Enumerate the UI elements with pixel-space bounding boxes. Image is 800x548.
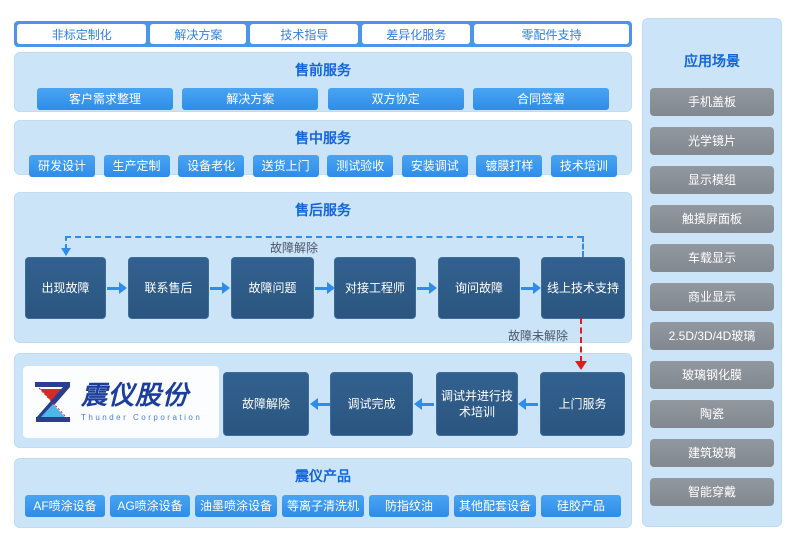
arrow-left-icon: [414, 398, 434, 410]
resolved-label: 故障解除: [270, 241, 319, 255]
unresolved-label: 故障未解除: [508, 329, 569, 343]
tab-tech-guidance[interactable]: 技术指导: [250, 24, 359, 44]
resolved-connector-left: [65, 236, 67, 249]
tab-differentiated[interactable]: 差异化服务: [362, 24, 471, 44]
scenario-architectural-glass[interactable]: 建筑玻璃: [650, 439, 774, 467]
thunder-logo-icon: [35, 382, 70, 422]
presale-item-requirements[interactable]: 客户需求整理: [37, 88, 173, 110]
scenario-tempered-film[interactable]: 玻璃钢化膜: [650, 361, 774, 389]
aftersale-step-contact-service: 联系售后: [128, 257, 209, 319]
scenario-list: 手机盖板 光学镜片 显示模组 触摸屏面板 车载显示 商业显示 2.5D/3D/4…: [643, 88, 781, 506]
product-anti-fingerprint-oil[interactable]: 防指纹油: [369, 495, 449, 517]
presale-item-agreement[interactable]: 双方协定: [327, 88, 464, 110]
product-items: AF喷涂设备 AG喷涂设备 油墨喷涂设备 等离子清洗机 防指纹油 其他配套设备 …: [15, 495, 631, 517]
presale-section: 售前服务 客户需求整理 解决方案 双方协定 合同签署: [14, 52, 632, 112]
onsite-step-door-service: 上门服务: [540, 372, 625, 436]
midsale-section: 售中服务 研发设计 生产定制 设备老化 送货上门 测试验收 安装调试 镀膜打样 …: [14, 120, 632, 177]
logo-name: 震仪股份: [81, 380, 190, 411]
resolved-arrowhead-icon: [61, 248, 71, 256]
midsale-item-training[interactable]: 技术培训: [550, 155, 617, 177]
scenario-curved-glass[interactable]: 2.5D/3D/4D玻璃: [650, 322, 774, 350]
presale-item-contract[interactable]: 合同签署: [472, 88, 609, 110]
midsale-title: 售中服务: [295, 130, 351, 146]
onsite-step-debug-done: 调试完成: [330, 372, 413, 436]
arrow-right-icon: [315, 282, 335, 294]
presale-title: 售前服务: [295, 62, 351, 78]
arrow-right-icon: [210, 282, 230, 294]
aftersale-step-inquiry: 询问故障: [438, 257, 520, 319]
presale-item-solution[interactable]: 解决方案: [182, 88, 319, 110]
feature-tabbar: 非标定制化 解决方案 技术指导 差异化服务 零配件支持: [14, 21, 632, 47]
arrow-right-icon: [417, 282, 437, 294]
onsite-step-fault-cleared: 故障解除: [223, 372, 309, 436]
product-plasma-cleaner[interactable]: 等离子清洗机: [282, 495, 364, 517]
aftersale-step-fault-issue: 故障问题: [231, 257, 314, 319]
arrow-left-icon: [310, 398, 330, 410]
tab-custom[interactable]: 非标定制化: [17, 24, 147, 44]
logo-subtitle: Thunder Corporation: [81, 412, 203, 422]
midsale-item-testing[interactable]: 测试验收: [327, 155, 394, 177]
midsale-item-installation[interactable]: 安装调试: [401, 155, 468, 177]
scenario-touch-panel[interactable]: 触摸屏面板: [650, 205, 774, 233]
midsale-item-coating[interactable]: 镀膜打样: [476, 155, 543, 177]
midsale-item-production[interactable]: 生产定制: [103, 155, 170, 177]
scenarios-sidebar: 应用场景 手机盖板 光学镜片 显示模组 触摸屏面板 车载显示 商业显示 2.5D…: [642, 18, 782, 527]
products-title: 震仪产品: [295, 468, 351, 484]
scenario-optical-lens[interactable]: 光学镜片: [650, 127, 774, 155]
aftersale-title: 售后服务: [295, 202, 351, 218]
arrow-left-icon: [518, 398, 538, 410]
product-silicone[interactable]: 硅胶产品: [541, 495, 621, 517]
scenario-display-module[interactable]: 显示模组: [650, 166, 774, 194]
product-af-spray[interactable]: AF喷涂设备: [25, 495, 105, 517]
product-ag-spray[interactable]: AG喷涂设备: [110, 495, 190, 517]
scenario-phone-cover[interactable]: 手机盖板: [650, 88, 774, 116]
product-ink-spray[interactable]: 油墨喷涂设备: [195, 495, 277, 517]
arrow-right-icon: [521, 282, 541, 294]
aftersale-step-engineer: 对接工程师: [334, 257, 416, 319]
scenario-smart-wearable[interactable]: 智能穿戴: [650, 478, 774, 506]
onsite-step-debug-training: 调试并进行技术培训: [436, 372, 518, 436]
scenarios-title: 应用场景: [684, 53, 740, 69]
midsale-item-rd[interactable]: 研发设计: [29, 155, 95, 177]
arrow-right-icon: [107, 282, 127, 294]
aftersale-step-online-support: 线上技术支持: [541, 257, 625, 319]
scenario-commercial-display[interactable]: 商业显示: [650, 283, 774, 311]
midsale-items: 研发设计 生产定制 设备老化 送货上门 测试验收 安装调试 镀膜打样 技术培训: [15, 155, 631, 177]
company-logo: 震仪股份 Thunder Corporation: [23, 366, 219, 438]
scenario-car-display[interactable]: 车载显示: [650, 244, 774, 272]
unresolved-connector: [580, 318, 582, 362]
product-other-equipment[interactable]: 其他配套设备: [454, 495, 536, 517]
presale-items: 客户需求整理 解决方案 双方协定 合同签署: [15, 88, 631, 110]
tab-solution[interactable]: 解决方案: [150, 24, 247, 44]
midsale-item-aging[interactable]: 设备老化: [178, 155, 245, 177]
scenario-ceramic[interactable]: 陶瓷: [650, 400, 774, 428]
resolved-connector-right: [582, 236, 584, 257]
midsale-item-delivery[interactable]: 送货上门: [252, 155, 319, 177]
resolved-connector-horizontal: [65, 236, 583, 238]
unresolved-arrowhead-icon: [575, 361, 587, 370]
tab-spare-parts[interactable]: 零配件支持: [474, 24, 629, 44]
products-section: 震仪产品 AF喷涂设备 AG喷涂设备 油墨喷涂设备 等离子清洗机 防指纹油 其他…: [14, 458, 632, 528]
aftersale-section: 售后服务 故障解除 出现故障 联系售后 故障问题 对接工程师 询问故障 线上技术…: [14, 192, 632, 343]
aftersale-step-fault-occurs: 出现故障: [25, 257, 106, 319]
onsite-section: 震仪股份 Thunder Corporation 故障解除 调试完成 调试并进行…: [14, 353, 632, 448]
